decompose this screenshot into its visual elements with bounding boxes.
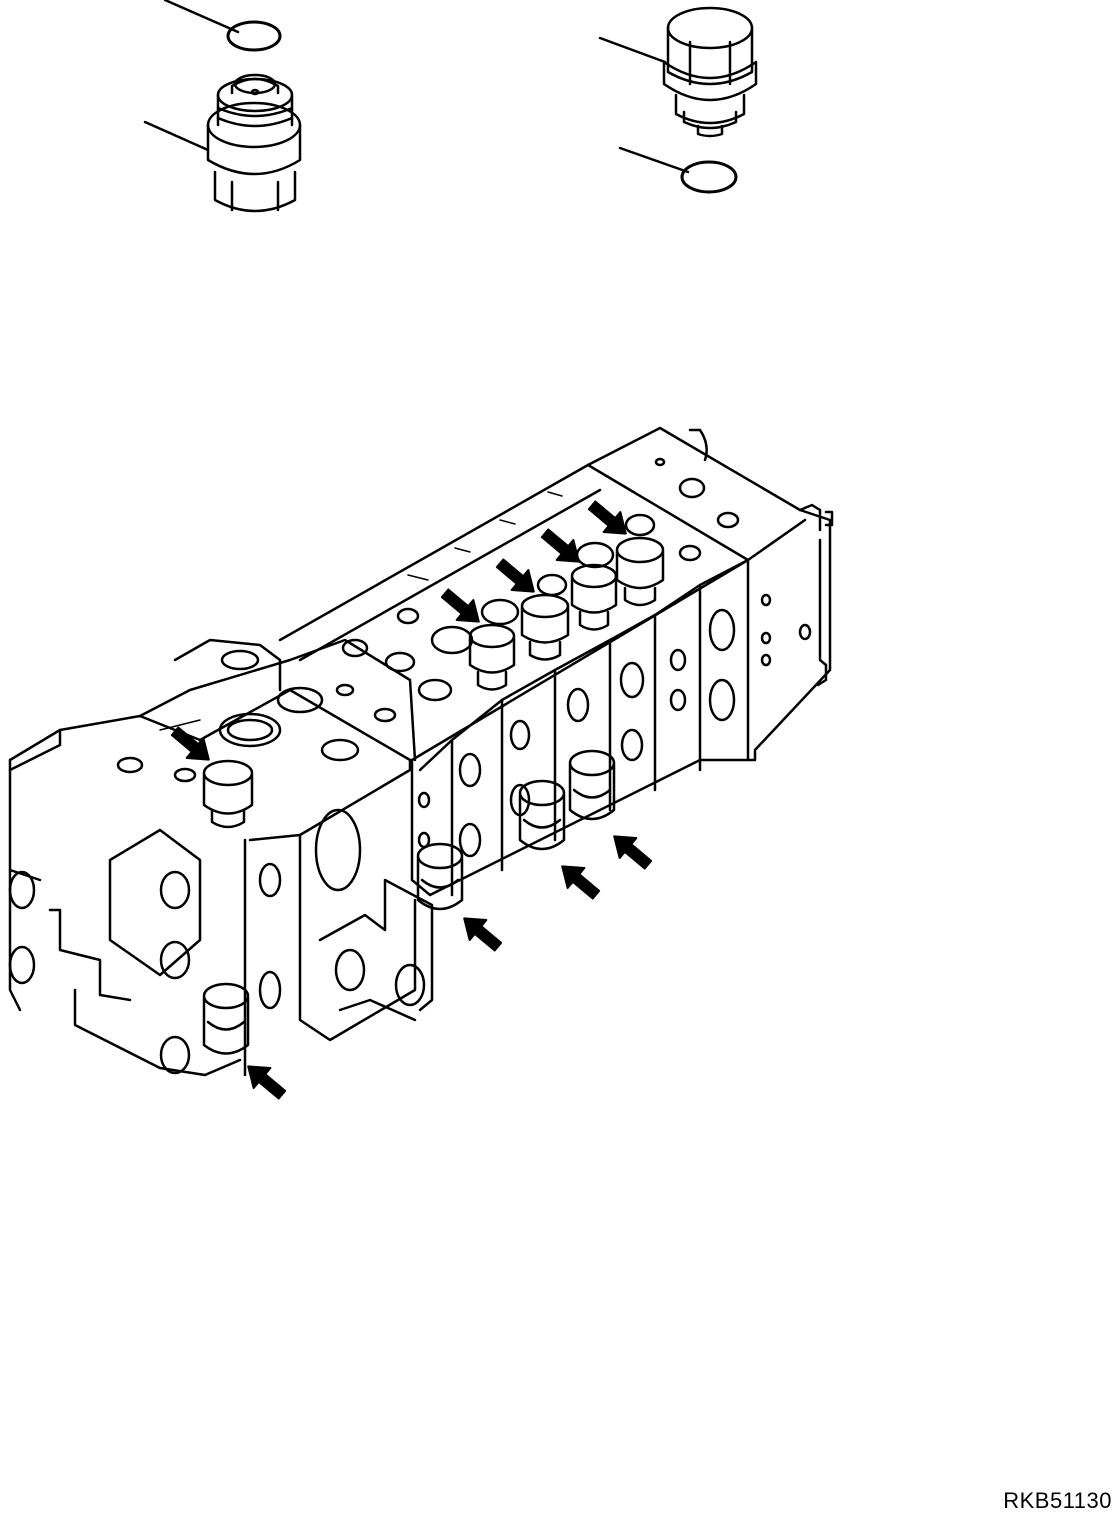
indicator-arrows xyxy=(170,500,653,1100)
arrow-icon xyxy=(540,528,580,563)
figure-reference-code: RKB51130 xyxy=(1003,1488,1112,1513)
o-ring-right xyxy=(618,146,738,194)
arrow-icon xyxy=(463,917,503,952)
arrow-icon xyxy=(613,835,653,870)
arrow-icon xyxy=(170,726,210,761)
arrow-icon xyxy=(561,865,601,900)
valve-block-assembly xyxy=(8,426,834,1077)
installed-valve-plugs-bottom xyxy=(202,749,616,1055)
o-ring-top-left xyxy=(163,0,282,52)
installed-cap-plugs-top xyxy=(202,536,665,829)
cap-plug-detail xyxy=(598,6,758,138)
arrow-icon xyxy=(247,1065,287,1100)
dashed-guide-lines xyxy=(159,491,563,731)
relief-valve-plug-detail xyxy=(143,73,302,213)
arrow-icon xyxy=(440,588,480,623)
arrow-icon xyxy=(495,558,535,593)
arrow-icon xyxy=(587,500,627,535)
